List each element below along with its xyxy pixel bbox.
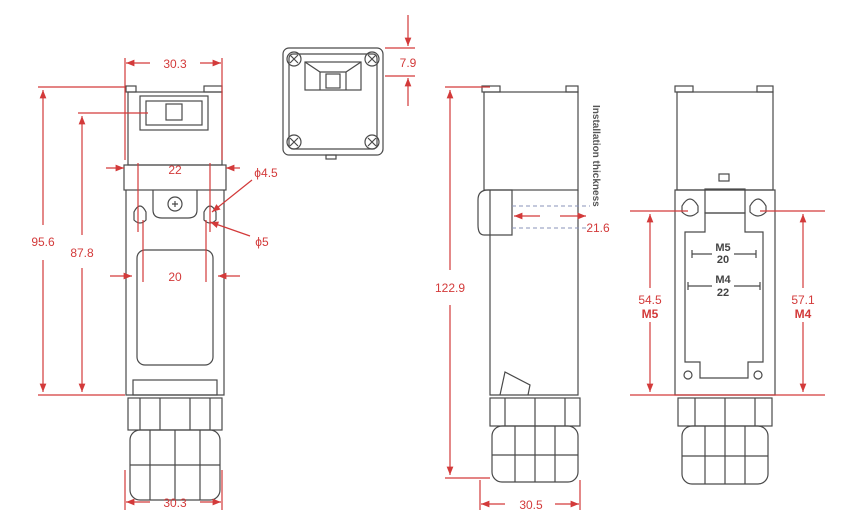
rear-view: M5 20 M4 22 54.5 M5 57.1 M4: [630, 85, 825, 485]
side-height: 122.9: [435, 281, 465, 295]
rear-height-m5: 54.5: [638, 293, 662, 307]
hole-4-5-label: ϕ4.5: [254, 166, 278, 180]
front-height-mount: 87.8: [70, 246, 94, 260]
hole-5-label: ϕ5: [255, 235, 269, 249]
rear-height-m4: 57.1: [791, 293, 815, 307]
front-view: 30.3 95.6 87.8 22 20 ϕ4.5 ϕ5 30.3: [31, 57, 278, 510]
m4-label: M4: [715, 274, 731, 286]
screw-icon: [286, 51, 380, 150]
rear-height-m5-label: M5: [642, 307, 659, 321]
top-view: 7.9: [282, 15, 417, 160]
installation-thickness-label: Installation thickness: [590, 105, 601, 207]
side-width: 30.5: [519, 498, 543, 512]
front-width-top: 30.3: [163, 57, 187, 71]
front-inner-22: 22: [168, 163, 182, 177]
front-width-bottom: 30.3: [163, 496, 187, 510]
side-thickness: 21.6: [586, 221, 610, 235]
top-depth: 7.9: [400, 56, 417, 70]
m5-label: M5: [715, 242, 730, 254]
m4-spacing: 22: [717, 287, 729, 299]
front-height-total: 95.6: [31, 235, 55, 249]
rear-height-m4-label: M4: [795, 307, 812, 321]
side-view: Installation thickness 21.6 122.9 30.5: [435, 85, 610, 512]
front-inner-20: 20: [168, 270, 182, 284]
m5-spacing: 20: [717, 254, 729, 266]
